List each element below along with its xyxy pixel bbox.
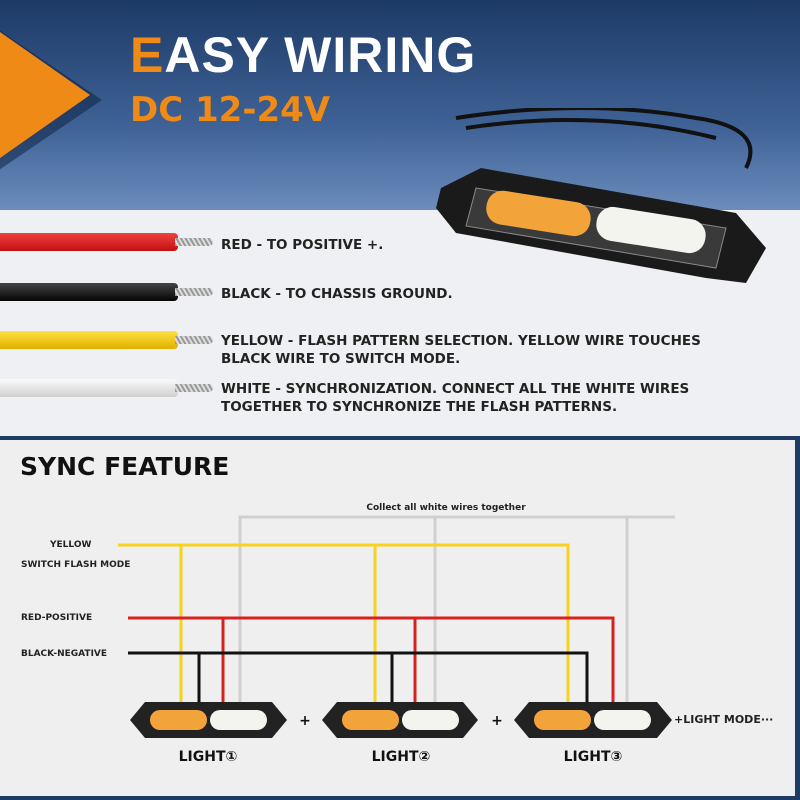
plus-sign: + (299, 713, 311, 729)
white-wire-line (433, 517, 629, 705)
sync-diagram: Collect all white wires together YELLOW … (21, 503, 773, 765)
light-bar-product (436, 108, 766, 283)
yellow-wire-text: YELLOW - FLASH PATTERN SELECTION. YELLOW… (221, 333, 701, 367)
wire-strand (175, 238, 213, 246)
black-wire-text: BLACK - TO CHASSIS GROUND. (221, 286, 453, 302)
plus-sign: + (491, 713, 503, 729)
white-wire (0, 379, 178, 397)
light-3-label: LIGHT③ (564, 749, 623, 765)
light-2-label: LIGHT② (372, 749, 431, 765)
light-2 (322, 702, 478, 738)
light-3 (514, 702, 672, 738)
wire-strand (175, 384, 213, 392)
light-1-label: LIGHT① (179, 749, 238, 765)
yellow-wire-line (118, 543, 570, 705)
black-wire (0, 283, 178, 301)
header-banner: EASY WIRING DC 12-24V (0, 0, 800, 210)
white-wire-text: WHITE - SYNCHRONIZATION. CONNECT ALL THE… (221, 381, 690, 415)
light-1 (130, 702, 287, 738)
switch-label: SWITCH FLASH MODE (21, 560, 130, 570)
page-title: EASY WIRING (130, 27, 477, 83)
red-label: RED-POSITIVE (21, 613, 92, 623)
voltage-label: DC 12-24V (130, 90, 331, 130)
collect-label: Collect all white wires together (366, 503, 526, 513)
black-label: BLACK-NEGATIVE (21, 649, 107, 659)
wire-strand (175, 336, 213, 344)
yellow-label: YELLOW (49, 540, 91, 550)
more-lights-label: +LIGHT MODE··· (674, 713, 773, 726)
white-wire-line (238, 515, 675, 705)
red-wire (0, 233, 178, 251)
red-wire-line (128, 616, 615, 705)
yellow-wire (0, 331, 178, 349)
wire-strand (175, 288, 213, 296)
orange-triangle (0, 0, 90, 200)
sync-title: SYNC FEATURE (20, 452, 230, 481)
black-wire-line (128, 651, 589, 705)
red-wire-text: RED - TO POSITIVE +. (221, 237, 384, 253)
